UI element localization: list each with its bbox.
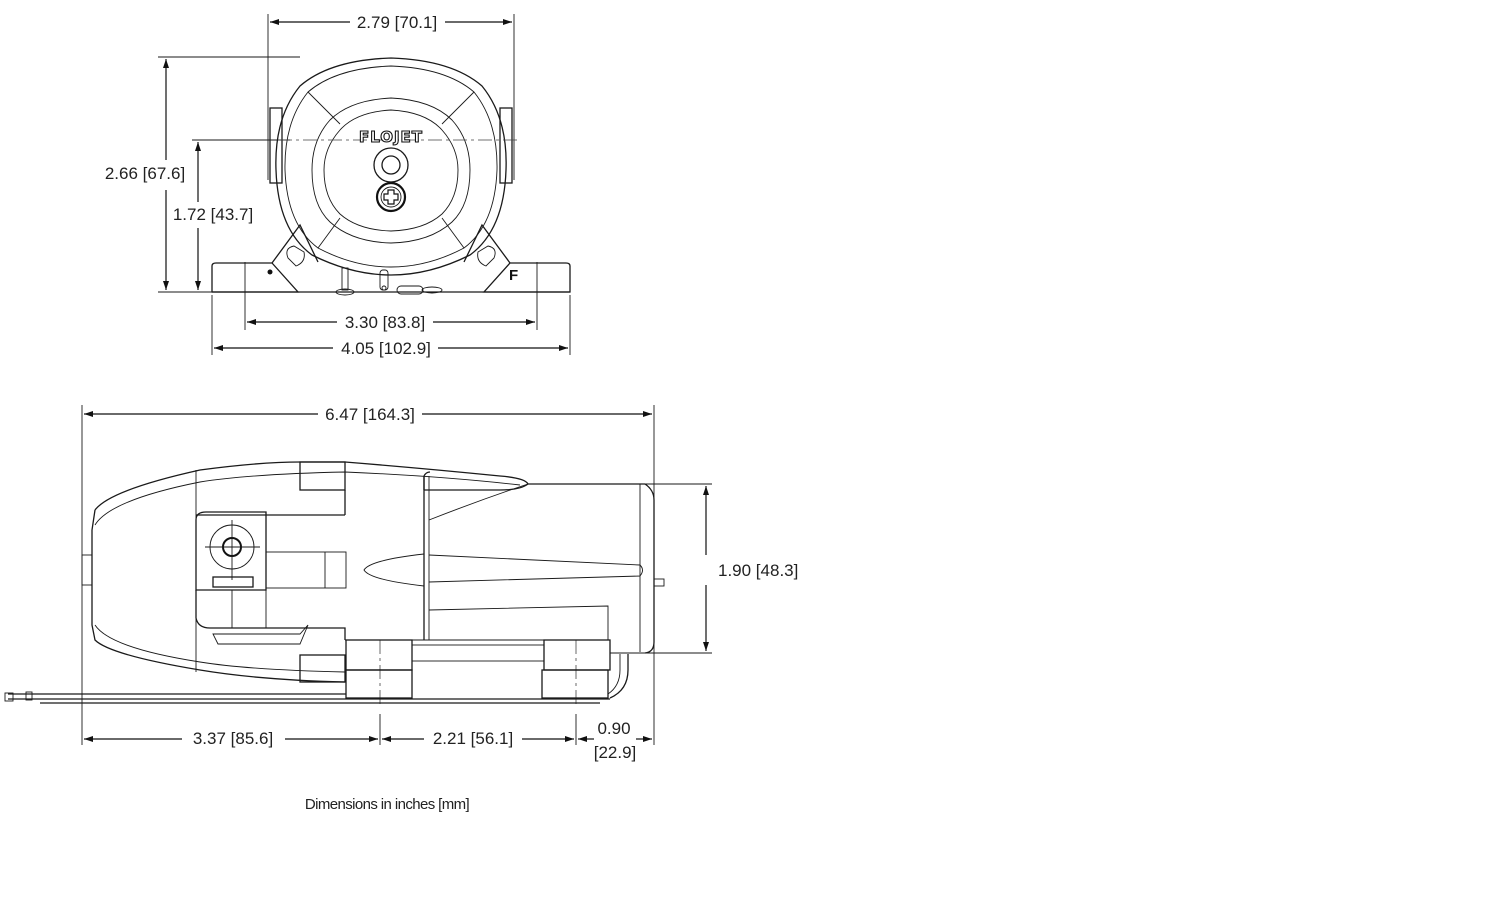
flojet-logo: FLOJET bbox=[359, 128, 423, 146]
dim-base-width: 4.05 [102.9] bbox=[341, 339, 431, 358]
caption: Dimensions in inches [mm] bbox=[305, 796, 470, 813]
dim-mount-spacing: 3.30 [83.8] bbox=[345, 313, 425, 332]
foot-letter: F bbox=[509, 267, 518, 284]
dim-end-offset-mm: [22.9] bbox=[594, 743, 637, 762]
dim-to-first-mount: 3.37 [85.6] bbox=[193, 729, 273, 748]
dim-end-offset-in: 0.90 bbox=[597, 719, 630, 738]
dim-centerline-height: 1.72 [43.7] bbox=[173, 205, 253, 224]
front-view: F FLOJET bbox=[158, 14, 571, 355]
dim-overall-height: 2.66 [67.6] bbox=[105, 164, 185, 183]
side-view bbox=[4, 405, 712, 745]
dim-mount-spacing-side: 2.21 [56.1] bbox=[433, 729, 513, 748]
dim-body-height: 1.90 [48.3] bbox=[718, 561, 798, 580]
dim-overall-length: 6.47 [164.3] bbox=[325, 405, 415, 424]
dim-width-top: 2.79 [70.1] bbox=[357, 13, 437, 32]
